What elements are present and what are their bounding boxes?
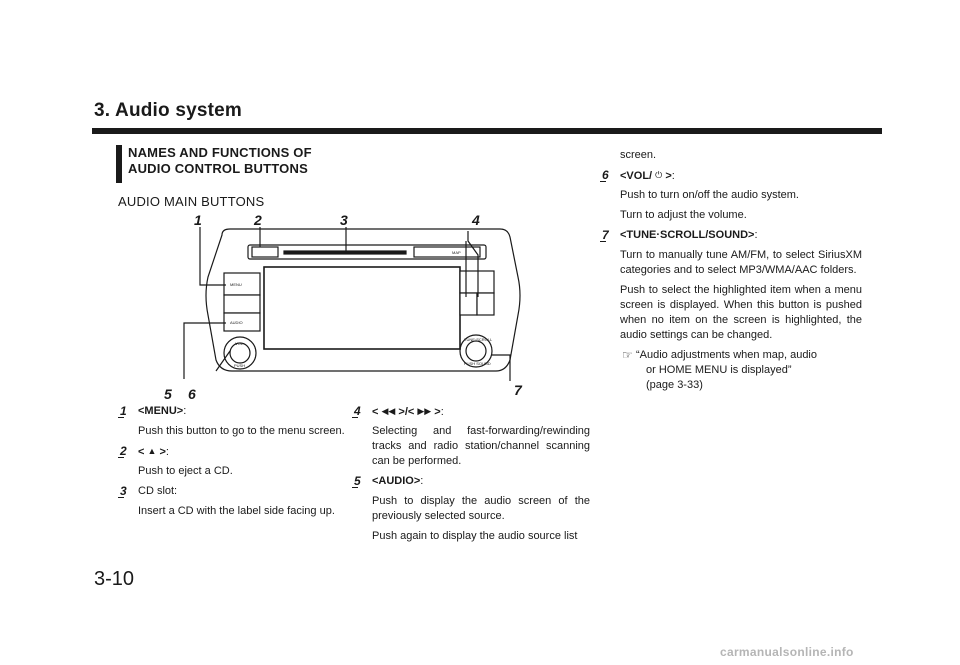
audio-unit-diagram: MENU AUDIO MAP VOL PUSH TUNE·SCROLL PUSH… [164,212,523,402]
item-description: Push again to display the audio source l… [372,530,578,542]
seek-back-button [459,292,478,316]
reference-line-1: “Audio adjustments when map, audio [636,349,817,361]
cd-slot [283,250,407,255]
section-title-line-2: AUDIO CONTROL BUTTONS [128,161,308,176]
item-label: CD slot: [138,485,178,497]
item-description: Turn to manually tune AM/FM, to select S… [620,249,862,276]
subsection-title: AUDIO MAIN BUTTONS [118,194,265,209]
display-screen [263,266,461,350]
item-description: Selecting and fast-forwarding/rewinding … [372,425,590,467]
item-menu: 1 <MENU>: Push this button to go to the … [118,404,350,439]
tune-push-label: PUSH SOUND [464,361,491,366]
seek-back-icon: ◀◀ [381,406,396,416]
item-audio: 5 <AUDIO>: Push to display the audio scr… [352,474,590,542]
page-reference[interactable]: ☞ “Audio adjustments when map, audio or … [622,348,862,393]
item-description: Push to select the highlighted item when… [620,284,862,341]
item-number: 7 [600,228,609,242]
item-tune-scroll: 7 <TUNE·SCROLL/SOUND>: Turn to manually … [600,228,862,393]
item-description: Push to turn on/off the audio system. [620,189,799,201]
audio-button-label: AUDIO [230,320,243,325]
item-eject: 2 < ▲ >: Push to eject a CD. [118,444,350,479]
reference-line-3: (page 3-33) [646,379,703,391]
item-label: <TUNE·SCROLL/SOUND> [620,229,755,241]
column-2: 4 < ◀◀ >/< ▶▶ >: Selecting and fast-forw… [352,404,590,549]
item-seek: 4 < ◀◀ >/< ▶▶ >: Selecting and fast-forw… [352,404,590,467]
item-number: 1 [118,404,127,418]
section-bar [116,145,122,183]
item-number: 3 [118,484,127,498]
power-icon: ⏻ [655,170,663,180]
reference-line-2: or HOME MENU is displayed” [646,364,792,376]
tune-knob [459,334,493,368]
tune-knob-label: TUNE·SCROLL [464,337,493,342]
callout-7: 7 [514,382,523,398]
section-title: NAMES AND FUNCTIONS OF AUDIO CONTROL BUT… [128,145,388,177]
item-number: 5 [352,474,361,488]
item-description: Push to eject a CD. [138,465,233,477]
section-title-line-1: NAMES AND FUNCTIONS OF [128,145,312,160]
map-button-label: MAP [452,250,461,255]
column-1: 1 <MENU>: Push this button to go to the … [118,404,350,524]
callout-6: 6 [188,386,196,402]
item-description: Push to display the audio screen of the … [372,495,590,522]
eject-icon: ▲ [147,446,157,456]
continued-text: screen. [620,149,657,161]
item-number: 2 [118,444,127,458]
callout-1: 1 [194,212,202,228]
vol-knob [223,336,257,370]
seek-forward-button [476,292,495,316]
watermark: carmanualsonline.info [720,645,854,659]
item-description: Turn to adjust the volume. [620,209,747,221]
item-cd-slot: 3 CD slot: Insert a CD with the label si… [118,484,350,519]
map-button [413,246,481,258]
item-description: Insert a CD with the label side facing u… [138,505,335,517]
column-3: screen. 6 <VOL/ ⏻ >: Push to turn on/off… [600,148,862,393]
callout-4: 4 [471,212,480,228]
vol-knob-label: VOL [235,341,244,346]
item-number: 4 [352,404,361,418]
vol-push-label: PUSH [234,363,245,368]
seek-forward-icon: ▶▶ [417,406,432,416]
item-number: 6 [600,168,609,182]
right-upper-button [459,270,495,294]
hand-pointer-icon: ☞ [622,348,633,362]
page-number: 3-10 [94,568,135,590]
audio-button [223,312,261,332]
item-label: <AUDIO> [372,475,421,487]
eject-button [251,246,279,258]
item-description: Push this button to go to the menu scree… [138,425,345,437]
callout-5: 5 [164,386,172,402]
callout-2: 2 [253,212,262,228]
chapter-rule [92,128,882,134]
item-label: <MENU> [138,405,184,417]
callout-3: 3 [340,212,348,228]
menu-button-label: MENU [230,282,242,287]
chapter-title: 3. Audio system [94,100,243,121]
unit-top-strip [247,244,487,260]
unit-left-blank [223,294,261,314]
item-vol: 6 <VOL/ ⏻ >: Push to turn on/off the aud… [600,168,862,223]
